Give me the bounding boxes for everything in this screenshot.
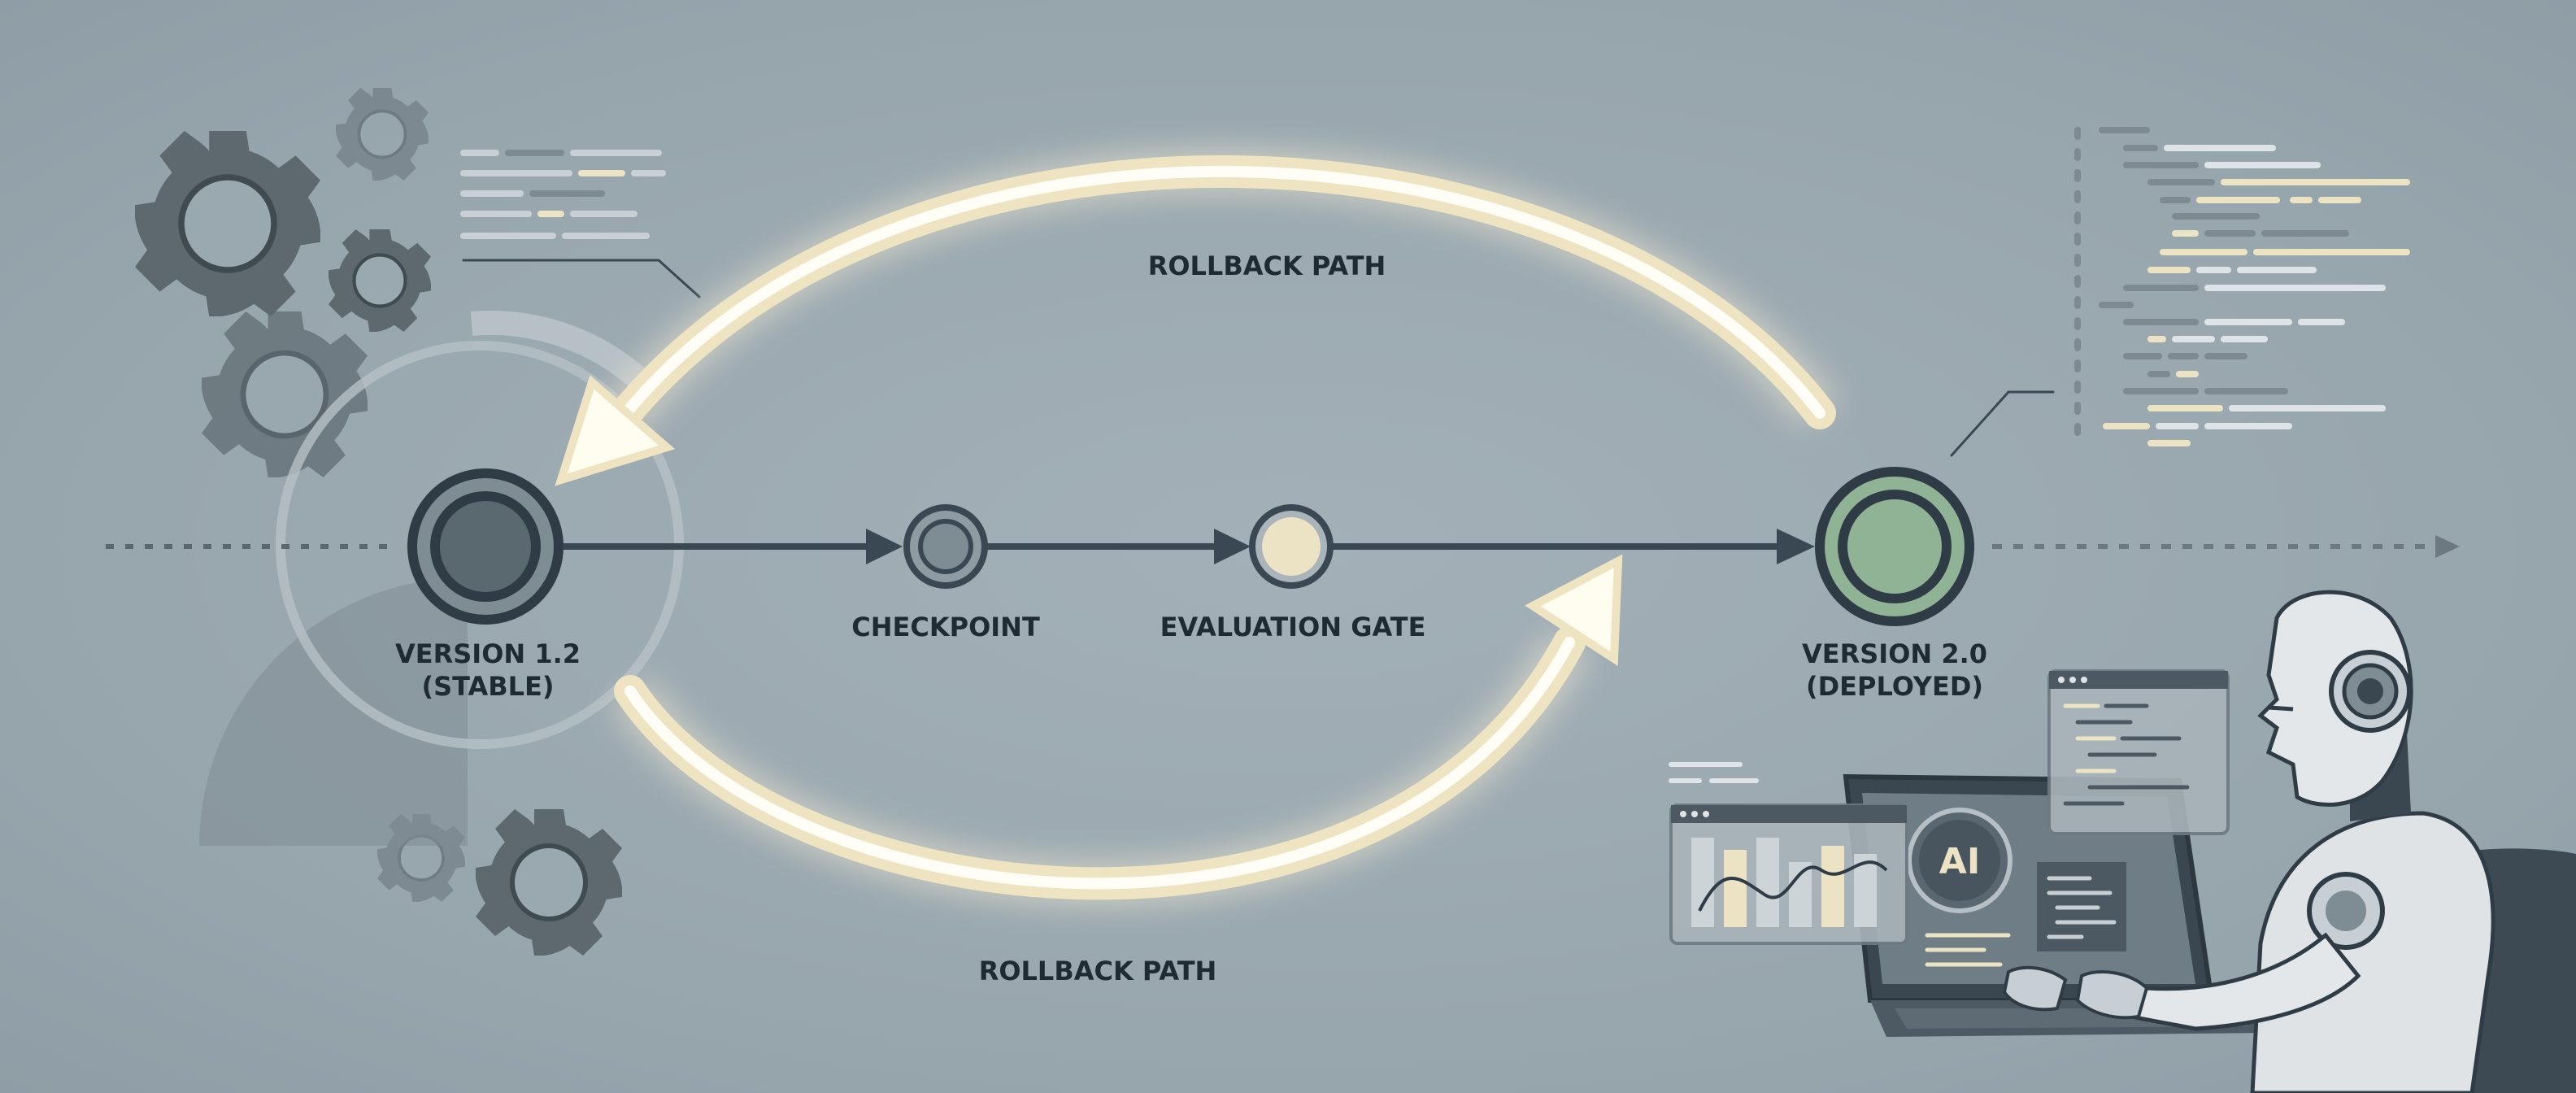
node-evaluation-gate — [1249, 504, 1334, 589]
version-2-0-status: (DEPLOYED) — [1806, 671, 1983, 702]
code-snippet-left — [460, 150, 701, 298]
node-version-2-0 — [1815, 467, 1974, 626]
gear-icon — [476, 809, 622, 956]
node-version-1-2 — [407, 468, 564, 625]
rollback-arrow-bottom — [609, 554, 1623, 908]
node-checkpoint — [903, 504, 988, 589]
large-gear-silhouette — [199, 577, 468, 846]
rollback-path-label-top: ROLLBACK PATH — [1148, 250, 1386, 281]
ai-badge-label: AI — [1939, 841, 1980, 882]
chart-panel-icon — [1669, 762, 1908, 945]
main-flow-connectors — [564, 529, 1815, 564]
rollback-arrowhead-icon — [555, 375, 676, 486]
version-2-0-label: VERSION 2.0 — [1802, 638, 1987, 669]
timeline-arrowhead-icon — [2435, 535, 2460, 558]
rollback-path-label-bottom: ROLLBACK PATH — [979, 956, 1217, 986]
code-panel-icon — [2047, 669, 2230, 835]
version-1-2-status: (STABLE) — [421, 671, 554, 702]
gear-icon — [135, 131, 320, 316]
rollback-arrowhead-icon — [1525, 554, 1623, 666]
gear-cluster-left — [135, 86, 684, 956]
gear-icon — [329, 229, 431, 332]
checkpoint-label: CHECKPOINT — [851, 612, 1040, 642]
code-snippet-right — [1950, 127, 2410, 457]
evaluation-gate-label: EVALUATION GATE — [1160, 612, 1426, 642]
rollback-arrow-top — [555, 147, 1839, 486]
robot-workstation: AI — [1669, 590, 2576, 1093]
robot-figure — [2002, 590, 2496, 1093]
version-1-2-label: VERSION 1.2 — [395, 638, 581, 669]
gear-icon — [334, 86, 430, 182]
